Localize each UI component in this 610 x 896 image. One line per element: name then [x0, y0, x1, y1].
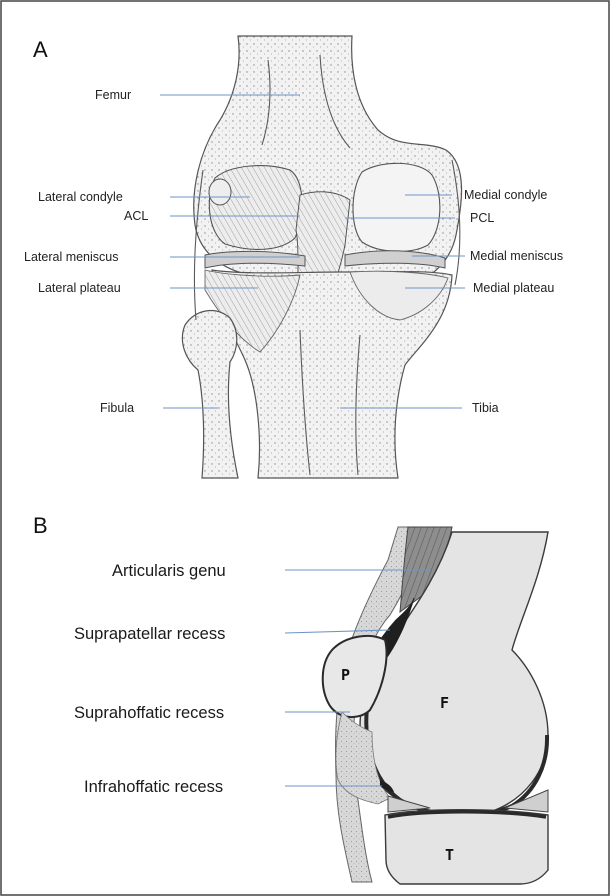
label-articularis-genu: Articularis genu: [112, 562, 226, 580]
label-medial-meniscus: Medial meniscus: [470, 249, 563, 263]
label-medial-plateau: Medial plateau: [473, 281, 554, 295]
label-acl: ACL: [124, 209, 148, 223]
panel-b-letter: B: [33, 513, 48, 538]
tibia-letter: T: [445, 846, 454, 864]
lateral-epicondyle: [209, 179, 231, 205]
label-fibula: Fibula: [100, 401, 134, 415]
patella-letter: P: [341, 666, 350, 684]
label-suprapatellar-recess: Suprapatellar recess: [74, 625, 225, 643]
label-tibia: Tibia: [472, 401, 499, 415]
label-infrahoffatic-recess: Infrahoffatic recess: [84, 778, 223, 796]
lateral-condyle-shape: [209, 166, 302, 250]
label-lateral-plateau: Lateral plateau: [38, 281, 121, 295]
label-lateral-condyle: Lateral condyle: [38, 190, 123, 204]
label-pcl: PCL: [470, 211, 494, 225]
tibia-sagittal: [385, 810, 548, 884]
label-lateral-meniscus: Lateral meniscus: [24, 250, 119, 264]
panel-a-letter: A: [33, 37, 48, 62]
medial-condyle-shape: [353, 163, 440, 251]
label-medial-condyle: Medial condyle: [464, 188, 547, 202]
femur-letter: F: [440, 694, 449, 712]
label-suprahoffatic-recess: Suprahoffatic recess: [74, 704, 224, 722]
label-femur: Femur: [95, 88, 131, 102]
